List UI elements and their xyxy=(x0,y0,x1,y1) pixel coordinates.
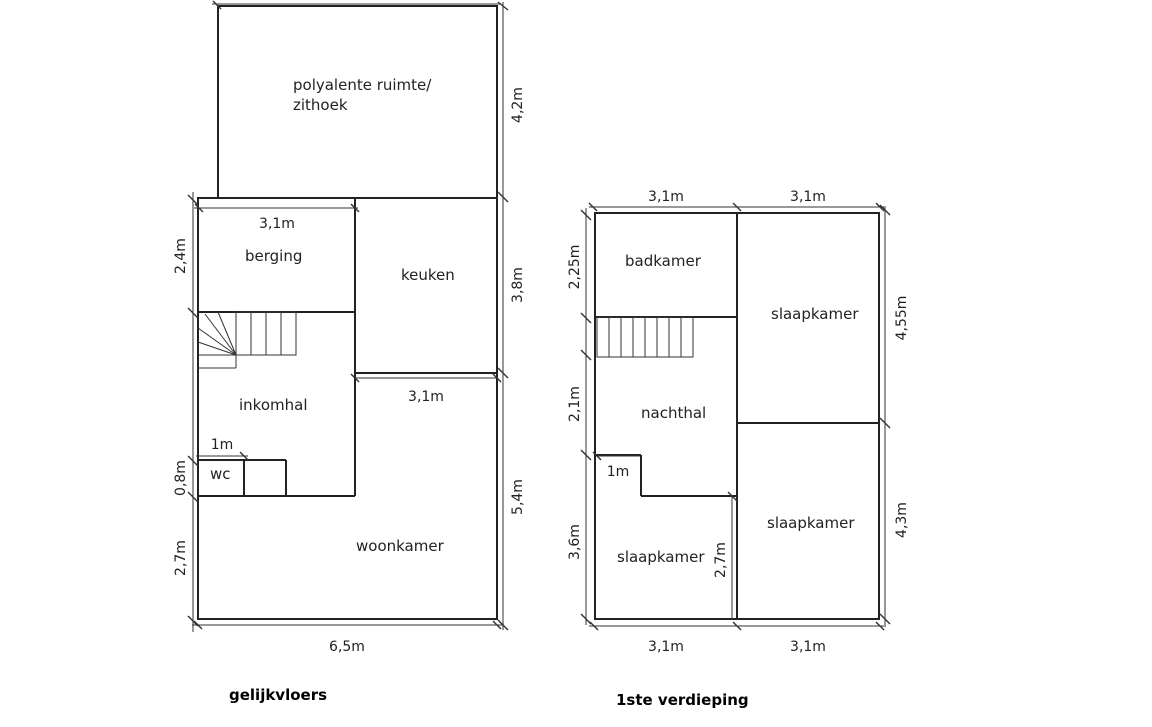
dim-bedroom-left-depth: 3,6m xyxy=(567,524,583,560)
ground-outer-walls xyxy=(197,197,498,620)
dim-top-right-width: 3,1m xyxy=(790,189,826,205)
dim-bedroom-top-right-depth: 4,55m xyxy=(894,296,910,341)
dim-wc-width: 1m xyxy=(211,437,234,453)
first-dimension-lines xyxy=(580,202,891,631)
room-polyvalent-line2: zithoek xyxy=(293,96,348,114)
room-landing: nachthal xyxy=(641,404,706,422)
dim-bathroom-depth: 2,25m xyxy=(567,245,583,290)
dim-bedroom-left-inner-depth: 2,7m xyxy=(713,542,729,578)
room-bedroom-bottom-right: slaapkamer xyxy=(767,514,855,532)
dim-storage-depth: 2,4m xyxy=(173,238,189,274)
dim-top-left-width: 3,1m xyxy=(648,189,684,205)
dim-polyvalent-depth: 4,2m xyxy=(510,87,526,123)
dim-landing-depth: 2,1m xyxy=(567,386,583,422)
ground-floor-caption: gelijkvloers xyxy=(229,686,327,704)
dim-bottom-right-width: 3,1m xyxy=(790,639,826,655)
room-kitchen: keuken xyxy=(401,266,455,284)
dim-bottom-left-width: 3,1m xyxy=(648,639,684,655)
first-floor-plan: badkamer slaapkamer nachthal slaapkamer … xyxy=(567,189,910,709)
dim-living-top-width: 3,1m xyxy=(408,389,444,405)
room-living: woonkamer xyxy=(356,537,445,555)
room-polyvalent-line1: polyalente ruimte/ xyxy=(293,76,432,94)
room-bathroom: badkamer xyxy=(625,252,702,270)
room-hall: inkomhal xyxy=(239,396,307,414)
dim-living-left-depth: 2,7m xyxy=(173,540,189,576)
dim-kitchen-depth: 3,8m xyxy=(510,267,526,303)
staircase-first xyxy=(596,316,694,358)
ground-floor-plan: polyalente ruimte/ zithoek berging keuke… xyxy=(173,0,526,704)
dim-living-right-depth: 5,4m xyxy=(510,479,526,515)
room-bedroom-top-right: slaapkamer xyxy=(771,305,859,323)
first-floor-caption: 1ste verdieping xyxy=(616,691,749,709)
dim-landing-step: 1m xyxy=(607,464,630,480)
room-wc: wc xyxy=(210,465,231,483)
ground-dimension-lines xyxy=(187,0,509,632)
room-bedroom-bottom-left: slaapkamer xyxy=(617,548,705,566)
staircase-ground xyxy=(197,311,297,369)
dim-wc-depth: 0,8m xyxy=(173,460,189,496)
dim-bedroom-bottom-right-depth: 4,3m xyxy=(894,502,910,538)
dim-total-width: 6,5m xyxy=(329,639,365,655)
polyvalent-room-walls xyxy=(217,5,498,199)
room-storage: berging xyxy=(245,247,302,265)
dim-storage-width: 3,1m xyxy=(259,216,295,232)
